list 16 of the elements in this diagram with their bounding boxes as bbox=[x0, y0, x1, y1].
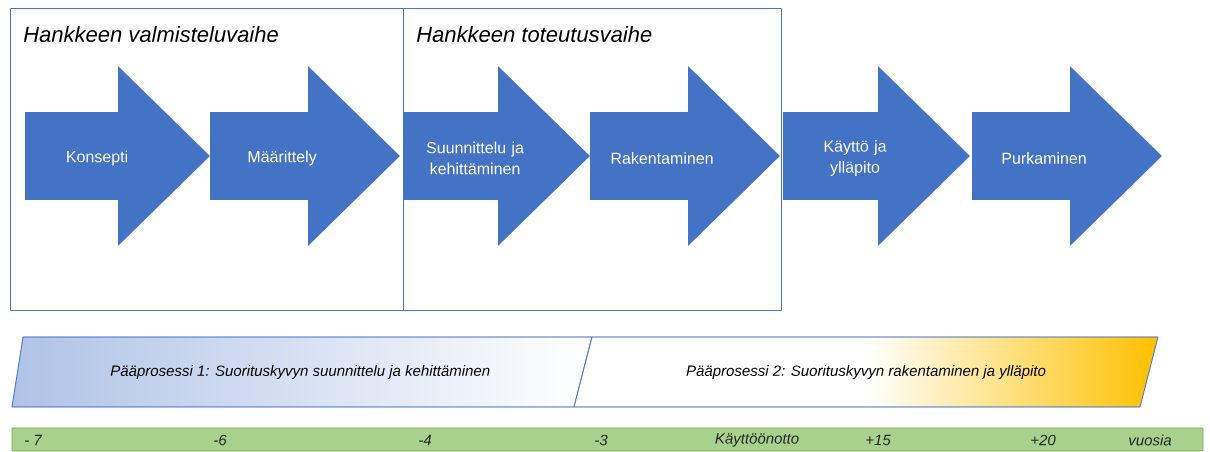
process-step: Purkaminen bbox=[972, 66, 1162, 246]
process-step: Määrittely bbox=[210, 66, 400, 246]
tick-label: vuosia bbox=[1129, 434, 1172, 446]
process-band: Pääprosessi 1: Suorituskyvyn suunnittelu ja kehittäminen bbox=[11, 336, 593, 408]
tick-label: +15 bbox=[866, 434, 891, 446]
process-step: Käyttö ja ylläpito bbox=[783, 66, 970, 246]
tick-label: -4 bbox=[419, 434, 432, 446]
tick-label: Käyttöönotto bbox=[715, 433, 799, 447]
process-step: Rakentaminen bbox=[590, 66, 780, 246]
tick-label: -3 bbox=[595, 434, 608, 446]
process-step: Suunnittelu ja kehittäminen bbox=[403, 66, 590, 246]
process-band: Pääprosessi 2: Suorituskyvyn rakentaminen ja ylläpito bbox=[573, 336, 1159, 408]
tick-label: +20 bbox=[1031, 434, 1056, 446]
process-step: Konsepti bbox=[25, 66, 210, 246]
tick-label: - 7 bbox=[25, 434, 43, 446]
tick-label: -6 bbox=[214, 434, 227, 446]
